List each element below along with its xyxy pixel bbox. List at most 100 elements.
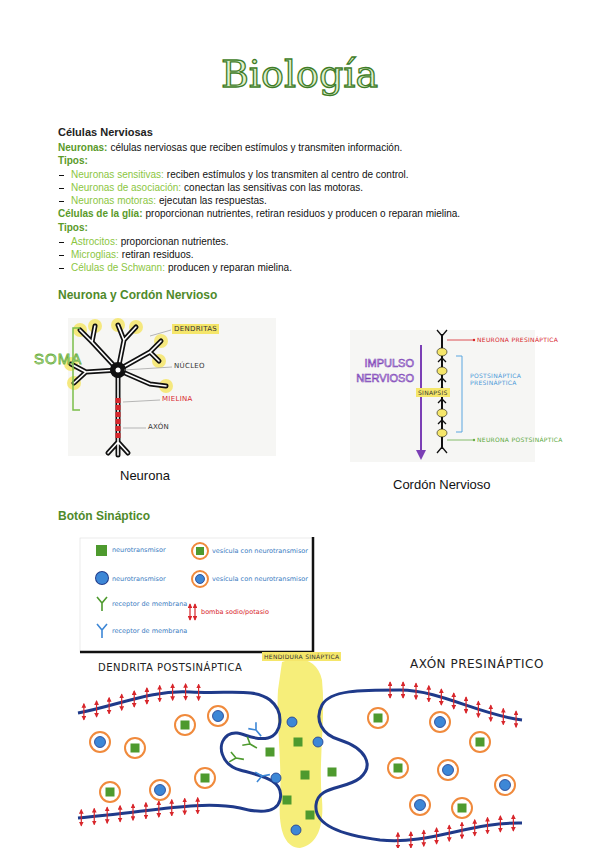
pump-arrow bbox=[145, 803, 146, 819]
pump-arrow bbox=[397, 833, 398, 848]
bullet-dash bbox=[59, 268, 64, 269]
synapse-details bbox=[81, 682, 516, 848]
neurotransmitter-square bbox=[301, 771, 310, 780]
leader-line bbox=[124, 367, 172, 370]
bullet-dash bbox=[59, 188, 64, 189]
part-label: POSTSINÁPTICA PRESINÁPTICA bbox=[470, 372, 528, 386]
pump-arrow bbox=[513, 815, 514, 831]
pump-arrow bbox=[465, 697, 466, 713]
pump-arrow bbox=[184, 798, 185, 814]
pump-arrow bbox=[503, 709, 504, 725]
part-label: NÚCLEO bbox=[174, 362, 205, 370]
legend-text: neurotransmisor bbox=[112, 575, 166, 583]
pump-symbol bbox=[194, 604, 195, 620]
leader-lines bbox=[123, 330, 172, 428]
leader-line bbox=[123, 400, 160, 402]
synaptic-cleft bbox=[278, 659, 324, 848]
neurotransmitter-square bbox=[106, 788, 115, 797]
vesicle bbox=[150, 780, 170, 800]
note-text: Neurona y Cordón Nervioso bbox=[58, 288, 217, 302]
bullet-dash bbox=[59, 201, 64, 202]
note-text: Botón Sináptico bbox=[58, 509, 150, 523]
note-text: Neuronas de asociación: bbox=[71, 182, 181, 193]
neurotransmitter-dot bbox=[313, 737, 323, 747]
part-label: MIELINA bbox=[162, 395, 193, 403]
pump-arrow bbox=[478, 701, 479, 717]
pump-arrow bbox=[132, 804, 133, 820]
legend-box bbox=[80, 538, 313, 652]
impulse-arrow bbox=[420, 345, 422, 452]
bullet-dash bbox=[59, 242, 64, 243]
nucleus bbox=[116, 368, 121, 373]
neurotransmitter-dot bbox=[291, 825, 301, 835]
note-text: Células Nerviosas bbox=[58, 126, 153, 138]
note-text: Tipos: bbox=[58, 222, 88, 233]
vesicle bbox=[90, 732, 110, 752]
text-line: Botón Sináptico bbox=[58, 510, 150, 523]
note-text: Células de la glía: bbox=[58, 208, 142, 219]
pump-arrow bbox=[120, 806, 121, 822]
note-text: Microglias: bbox=[71, 249, 119, 260]
text-line: Astrocitos:proporcionan nutrientes. bbox=[71, 236, 229, 248]
neurotransmitter-square bbox=[294, 738, 303, 747]
signal-label: IMPULSO NERVIOSO bbox=[352, 356, 414, 386]
note-text: reciben estímulos y los transmiten al ce… bbox=[167, 169, 409, 180]
neurotransmitter-dot bbox=[271, 773, 281, 783]
note-text: ejecutan las respuestas. bbox=[159, 195, 267, 206]
legend-swatch bbox=[96, 545, 107, 556]
pump-arrow bbox=[171, 800, 172, 816]
synapse-mark bbox=[437, 429, 447, 437]
pump-arrow bbox=[146, 688, 147, 704]
part-label: DENDRITAS bbox=[172, 324, 219, 334]
membrane-receptor bbox=[242, 737, 259, 753]
pump-arrow bbox=[197, 798, 198, 814]
vesicle-symbol bbox=[192, 543, 208, 559]
pump-arrow bbox=[410, 832, 411, 848]
pump-arrow bbox=[198, 684, 199, 700]
membrane-receptor bbox=[229, 752, 245, 764]
neurotransmitter-dot bbox=[415, 800, 426, 811]
text-line: Neuronas motoras:ejecutan las respuestas… bbox=[71, 195, 267, 207]
neuron-bracket bbox=[456, 356, 462, 432]
synapse-mark bbox=[437, 409, 447, 417]
part-label: AXÓN PRESINÁPTICO bbox=[410, 657, 544, 671]
text-line: Células Nerviosas bbox=[58, 126, 153, 139]
pointer-dot bbox=[473, 339, 475, 341]
synapse-mark bbox=[437, 348, 447, 356]
pump-arrow bbox=[487, 818, 488, 834]
note-text: Células de Schwann: bbox=[71, 262, 165, 273]
neurotransmitter-square bbox=[476, 738, 485, 747]
pump-arrow bbox=[121, 694, 122, 710]
pump-arrow bbox=[402, 682, 403, 698]
legend-text: vesícula con neurotransmisor bbox=[212, 575, 308, 583]
leader-line bbox=[123, 428, 146, 429]
legend-swatch bbox=[96, 572, 108, 584]
neurotransmitter-square bbox=[394, 764, 403, 773]
note-text: Astrocitos: bbox=[71, 236, 118, 247]
neurotransmitter-square bbox=[306, 811, 315, 820]
pump-arrow bbox=[423, 830, 424, 846]
pump-arrow bbox=[94, 809, 95, 825]
note-text: Neuronas sensitivas: bbox=[71, 169, 164, 180]
vesicle-content bbox=[196, 575, 205, 584]
legend-text: receptor de membrana bbox=[112, 600, 187, 608]
text-line: Neuronas de asociación:conectan las sens… bbox=[71, 182, 363, 194]
membrane-receptor bbox=[255, 770, 271, 782]
neurotransmitter-square bbox=[328, 768, 337, 777]
legend-text: neurotransmisor bbox=[112, 546, 166, 554]
pointer-dot bbox=[473, 439, 475, 441]
pump-arrow bbox=[449, 825, 450, 841]
part-label: SOMA bbox=[34, 350, 82, 368]
pump-arrow bbox=[453, 693, 454, 709]
synapse-mark bbox=[437, 367, 447, 375]
pump-arrow bbox=[415, 683, 416, 699]
pump-arrow bbox=[474, 820, 475, 836]
leader-line bbox=[150, 330, 171, 336]
vesicle bbox=[388, 758, 408, 778]
note-text: conectan las sensitivas con las motoras. bbox=[184, 182, 363, 193]
membrane-receptor bbox=[248, 722, 265, 739]
dendrite-membrane bbox=[78, 692, 281, 818]
myelin-sheath bbox=[116, 398, 121, 438]
legend-border bbox=[80, 537, 313, 652]
vesicle bbox=[195, 768, 215, 788]
